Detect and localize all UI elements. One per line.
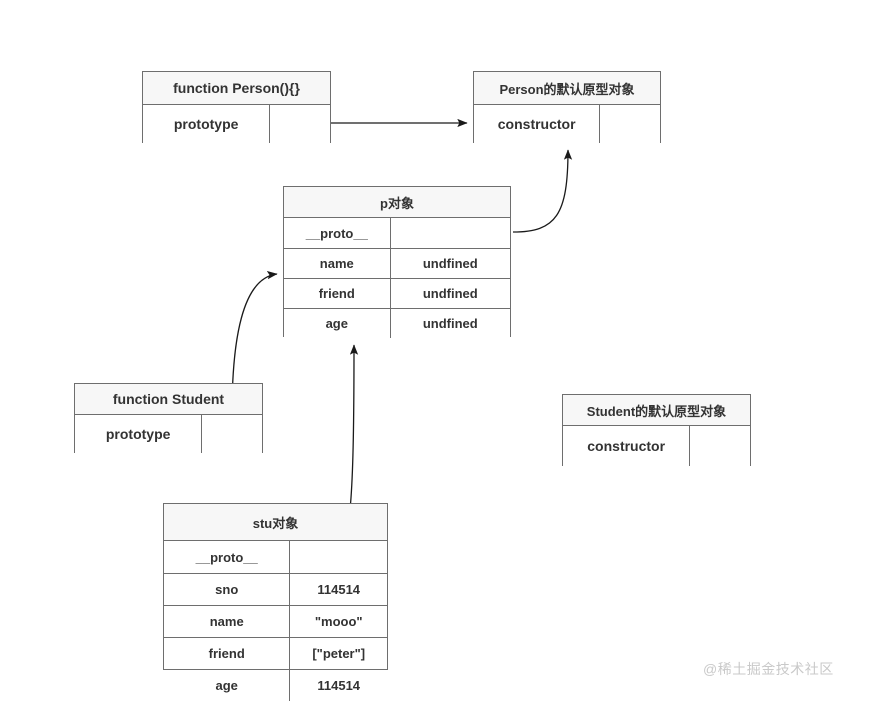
cell-value-prototype [270,105,330,143]
table-row: __proto__ [164,541,387,573]
cell-value-sno: 114514 [317,582,361,597]
node-person-function-header: function Person(){} [143,72,330,105]
cell-key-friend: friend [164,638,291,669]
cell-value-name: undfined [422,256,478,271]
cell-key-friend: friend [284,279,391,308]
node-p-object[interactable]: p对象 __proto__ name undfined friend undfi… [283,186,511,338]
cell-key-proto: __proto__ [164,541,291,573]
node-p-object-header: p对象 [284,187,510,218]
cell-value-name: "mooo" [314,614,363,629]
table-row: __proto__ [284,218,510,248]
table-row: constructor [563,426,750,466]
table-row: name undfined [284,248,510,278]
node-student-function-header: function Student [75,384,262,415]
cell-value-proto [391,218,510,248]
cell-value-proto [290,541,387,573]
table-row: friend ["peter"] [164,637,387,669]
node-student-prototype-object[interactable]: Student的默认原型对象 constructor [562,394,751,466]
node-stu-object[interactable]: stu对象 __proto__ sno 114514 name "mooo" f… [163,503,388,701]
cell-value-age: 114514 [317,678,361,693]
watermark: @稀土掘金技术社区 [703,661,834,677]
cell-value-age: undfined [422,316,478,331]
node-student-prototype-object-header: Student的默认原型对象 [563,395,750,426]
connector-p-proto-to-person-proto-object [512,149,573,233]
cell-key-proto: __proto__ [284,218,391,248]
cell-key-age: age [284,309,391,338]
cell-key-prototype: prototype [143,105,271,143]
cell-value-friend: undfined [422,286,478,301]
table-row: sno 114514 [164,573,387,605]
cell-value-constructor [600,105,660,143]
node-person-prototype-object[interactable]: Person的默认原型对象 constructor [473,71,661,143]
cell-key-prototype: prototype [75,415,203,453]
table-row: age 114514 [164,669,387,701]
node-student-function[interactable]: function Student prototype [74,383,263,453]
cell-value-friend: ["peter"] [312,646,366,661]
cell-key-age: age [164,670,291,701]
table-row: prototype [143,105,330,143]
table-row: prototype [75,415,262,453]
node-stu-object-header: stu对象 [164,504,387,541]
cell-key-sno: sno [164,574,291,605]
cell-value-prototype [202,415,262,453]
table-row: name "mooo" [164,605,387,637]
cell-key-constructor: constructor [474,105,601,143]
cell-key-constructor: constructor [563,426,691,466]
table-row: friend undfined [284,278,510,308]
node-person-function[interactable]: function Person(){} prototype [142,71,331,143]
cell-key-name: name [164,606,291,637]
cell-key-name: name [284,249,391,278]
cell-value-constructor [690,426,750,466]
node-person-prototype-object-header: Person的默认原型对象 [474,72,660,105]
table-row: age undfined [284,308,510,338]
table-row: constructor [474,105,660,143]
